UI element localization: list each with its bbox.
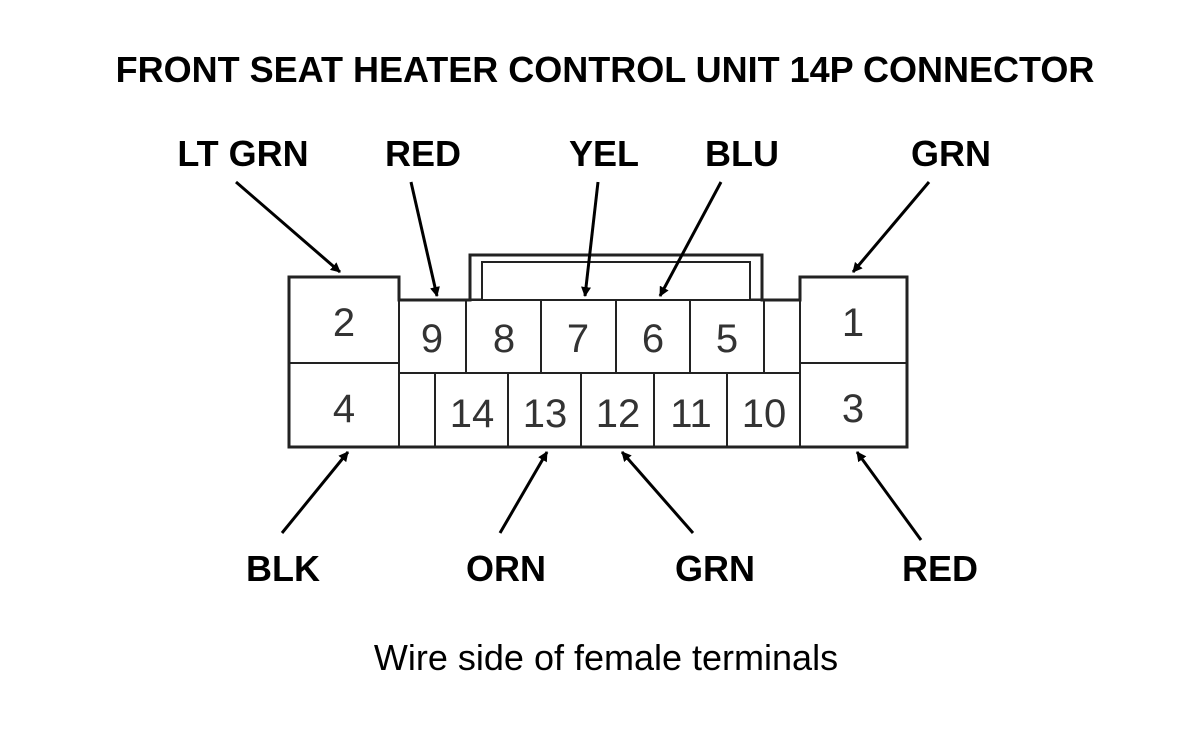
wire-label-grn-bottom: GRN bbox=[675, 548, 755, 589]
arrow-grn-bottom bbox=[620, 451, 695, 534]
pin-cell-6 bbox=[615, 299, 691, 374]
pin-cell-12 bbox=[580, 372, 655, 448]
pin-cell-10 bbox=[726, 372, 801, 448]
pin-number-6: 6 bbox=[642, 317, 664, 361]
blank-cell-bottom bbox=[398, 372, 436, 448]
pin-number-11: 11 bbox=[670, 392, 712, 436]
locking-tab-inner bbox=[481, 261, 751, 301]
wire-label-lt-grn: LT GRN bbox=[177, 133, 308, 174]
diagram-title: FRONT SEAT HEATER CONTROL UNIT 14P CONNE… bbox=[116, 49, 1095, 90]
pin-cell-11 bbox=[653, 372, 728, 448]
pin-number-14: 14 bbox=[450, 392, 495, 436]
pin-number-1: 1 bbox=[842, 301, 864, 345]
pin-number-5: 5 bbox=[716, 317, 738, 361]
wire-label-orn: ORN bbox=[466, 548, 546, 589]
diagram-caption: Wire side of female terminals bbox=[374, 637, 838, 678]
arrow-blk bbox=[280, 451, 350, 534]
blank-cell-top bbox=[763, 299, 801, 374]
arrow-orn bbox=[498, 451, 549, 534]
arrow-red-top bbox=[409, 181, 440, 297]
pin-number-13: 13 bbox=[523, 392, 568, 436]
pin-number-7: 7 bbox=[567, 317, 589, 361]
arrow-yel bbox=[581, 181, 600, 297]
pin-numbers: 2 4 1 3 9 8 7 6 5 14 13 12 11 10 bbox=[333, 301, 864, 436]
wire-label-blu: BLU bbox=[705, 133, 779, 174]
connector-body bbox=[287, 253, 909, 449]
wire-label-blk: BLK bbox=[246, 548, 320, 589]
arrow-lt-grn bbox=[235, 180, 341, 274]
pin-cell-14 bbox=[434, 372, 509, 448]
arrow-blu bbox=[658, 181, 723, 297]
connector-outline bbox=[287, 253, 909, 449]
pin-number-3: 3 bbox=[842, 387, 864, 431]
arrow-red-bottom bbox=[855, 451, 923, 541]
pin-number-2: 2 bbox=[333, 301, 355, 345]
pin-number-10: 10 bbox=[742, 392, 787, 436]
pin-number-12: 12 bbox=[596, 392, 641, 436]
arrow-grn-top bbox=[851, 181, 931, 273]
pin-cell-8 bbox=[465, 299, 542, 374]
wire-label-yel: YEL bbox=[569, 133, 639, 174]
wire-label-grn-top: GRN bbox=[911, 133, 991, 174]
pin-number-8: 8 bbox=[493, 317, 515, 361]
pin-number-4: 4 bbox=[333, 387, 355, 431]
wire-label-red-bottom: RED bbox=[902, 548, 978, 589]
pin-number-9: 9 bbox=[421, 317, 443, 361]
wire-label-red-top: RED bbox=[385, 133, 461, 174]
